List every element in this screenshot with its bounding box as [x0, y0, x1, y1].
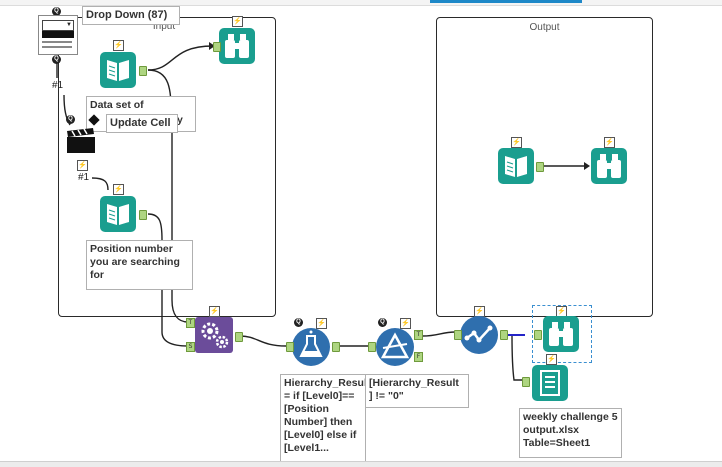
flask-icon	[299, 330, 323, 357]
bottom-scroll-strip	[0, 461, 722, 467]
dropdown-box-icon	[42, 20, 74, 31]
bolt-icon: ⚡	[400, 318, 411, 329]
bolt-icon: ⚡	[546, 354, 557, 365]
filter-input-anchor[interactable]	[368, 342, 376, 352]
selection-box	[532, 305, 592, 363]
filter-triangle-icon	[380, 332, 410, 359]
bolt-icon: ⚡	[604, 137, 615, 148]
document-output-icon	[540, 370, 560, 396]
bolt-icon: ⚡	[77, 160, 88, 171]
formula-annotation: Hierarchy_Result = if [Level0]== [Positi…	[280, 374, 366, 462]
filter-false-anchor[interactable]: F	[414, 352, 423, 362]
text-input-tool-2[interactable]	[100, 196, 136, 232]
output-data-input-anchor[interactable]	[522, 377, 530, 387]
bolt-icon: ⚡	[316, 318, 327, 329]
dropdown-selected-bar	[42, 31, 74, 38]
output-data-tool[interactable]	[532, 365, 568, 401]
book-icon	[505, 156, 527, 177]
dropdown-connection-label: #1	[52, 80, 64, 91]
chevron-down-icon: ▼	[66, 22, 72, 28]
formula-tool[interactable]	[292, 328, 330, 366]
output-data-annotation: weekly challenge 5 output.xlsx Table=She…	[519, 408, 622, 458]
dropdown-line-2	[42, 46, 72, 48]
top-toolbar-strip	[0, 0, 722, 6]
browse-3-input-anchor[interactable]	[534, 330, 542, 340]
text-input-1-annotation-overlap: y	[177, 114, 183, 126]
text-input-2-output-anchor[interactable]	[139, 210, 147, 220]
text-input-2-annotation: Position number you are searching for	[86, 240, 193, 290]
browse-tool-2[interactable]	[591, 148, 627, 184]
formula-input-anchor[interactable]	[286, 342, 294, 352]
dropdown-output-q-anchor: Q	[52, 55, 61, 64]
active-tab-indicator	[430, 0, 582, 3]
book-icon	[107, 204, 129, 225]
dropdown-tool[interactable]: ▼	[38, 15, 78, 55]
check-output-anchor[interactable]	[500, 330, 508, 340]
append-fields-tool[interactable]	[195, 317, 233, 353]
bolt-icon: ⚡	[113, 40, 124, 51]
binoculars-icon	[225, 34, 249, 58]
output-container-text-input-anchor[interactable]	[536, 162, 544, 172]
dropdown-question-badge: Q	[52, 7, 61, 16]
update-cell-label: Update Cell	[106, 114, 178, 133]
action-connection-label: #1	[78, 172, 90, 183]
append-target-anchor[interactable]: T	[186, 318, 195, 328]
input-container-title: Input	[152, 21, 176, 32]
formula-question-badge: Q	[294, 318, 303, 327]
text-input-1-output-anchor[interactable]	[139, 66, 147, 76]
clapperboard-icon	[67, 128, 95, 153]
output-container-title: Output	[529, 22, 560, 33]
output-container-text-input-tool[interactable]	[498, 148, 534, 184]
filter-true-anchor[interactable]: T	[414, 330, 423, 340]
bolt-icon: ⚡	[511, 137, 522, 148]
check-input-anchor[interactable]	[454, 330, 462, 340]
dropdown-line-1	[42, 41, 72, 43]
action-question-badge: Q	[66, 115, 75, 124]
bolt-icon: ⚡	[232, 16, 243, 27]
binoculars-icon	[549, 322, 573, 346]
browse-tool-3[interactable]	[543, 316, 579, 352]
append-source-anchor[interactable]: S	[186, 342, 195, 352]
update-cell-action-tool[interactable]	[66, 128, 96, 154]
append-output-anchor[interactable]	[235, 332, 243, 342]
gears-icon	[201, 322, 229, 349]
dropdown-label: Drop Down (87)	[82, 6, 180, 25]
filter-annotation: [Hierarchy_Result ] != "0"	[365, 374, 469, 408]
formula-output-anchor[interactable]	[332, 342, 340, 352]
text-input-1-annotation-text: Data set of	[90, 99, 144, 111]
check-tool[interactable]	[460, 316, 498, 354]
filter-tool[interactable]	[376, 328, 414, 366]
browse-tool-1[interactable]	[219, 28, 255, 64]
bolt-icon: ⚡	[209, 306, 220, 317]
filter-question-badge: Q	[378, 318, 387, 327]
browse-1-input-anchor[interactable]	[213, 42, 221, 52]
bolt-icon: ⚡	[113, 184, 124, 195]
book-icon	[107, 60, 129, 81]
check-path-icon	[464, 325, 493, 343]
binoculars-icon	[597, 154, 621, 178]
text-input-tool-1[interactable]	[100, 52, 136, 88]
